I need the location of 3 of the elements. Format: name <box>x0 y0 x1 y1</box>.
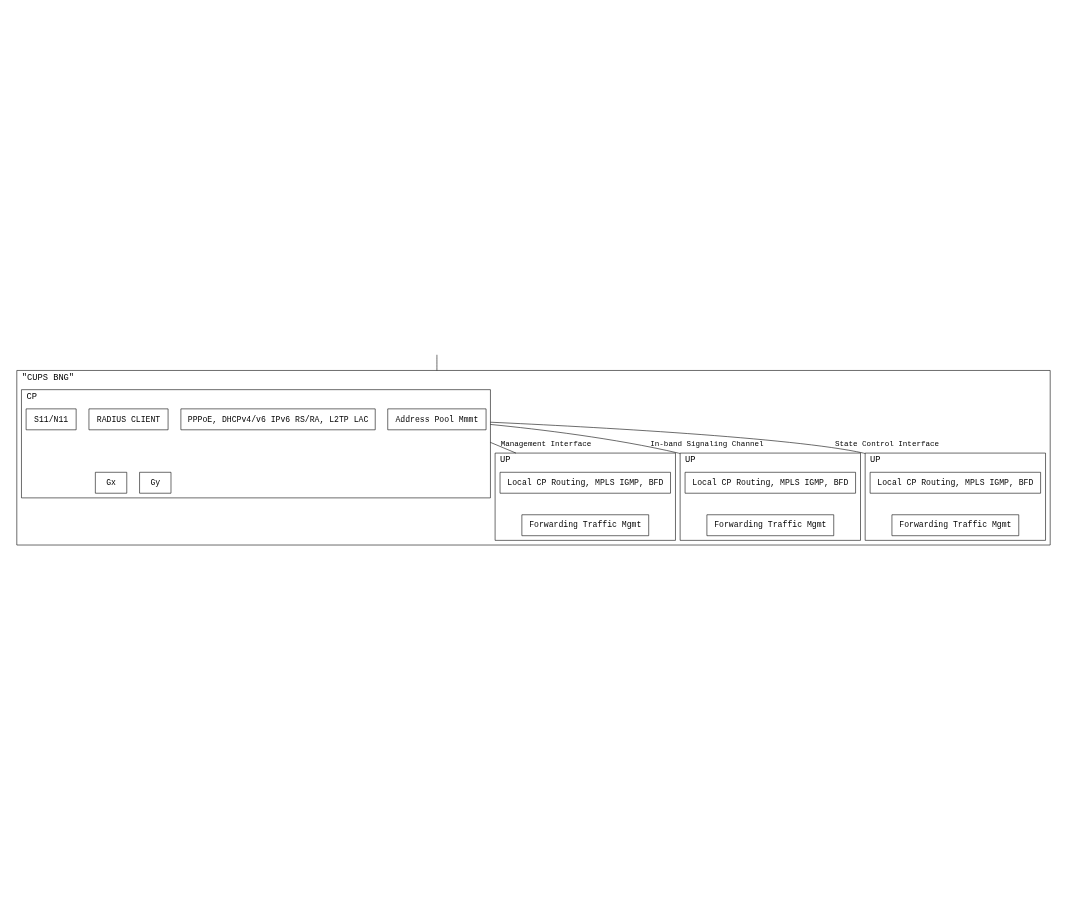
connector <box>490 442 517 454</box>
connector <box>490 421 866 454</box>
connector <box>490 424 681 454</box>
